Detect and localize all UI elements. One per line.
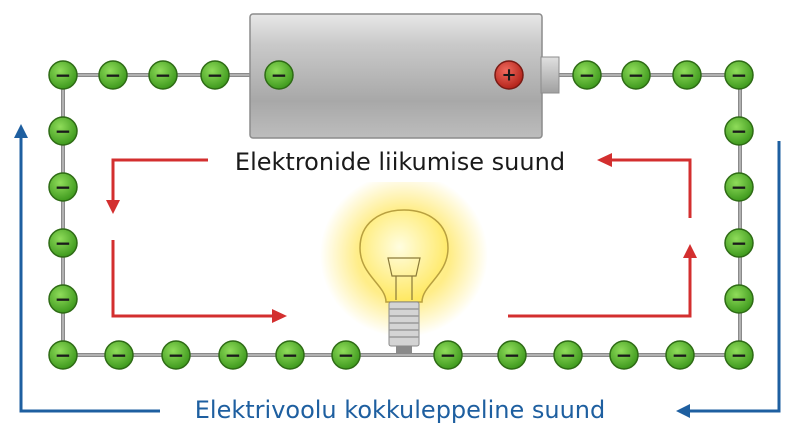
electron-icon: − (497, 340, 527, 370)
electron-minus-symbol: − (338, 343, 355, 367)
electron-minus-symbol: − (628, 63, 645, 87)
electron-flow-label: Elektronide liikumise suund (210, 142, 590, 182)
electron-icon: − (104, 340, 134, 370)
electron-minus-symbol: − (282, 343, 299, 367)
electron-minus-symbol: − (271, 63, 288, 87)
electron-icon: − (724, 60, 754, 90)
conventional-current-label: Elektrivoolu kokkuleppeline suund (194, 396, 606, 424)
electron-minus-symbol: − (679, 63, 696, 87)
electron-icon: − (48, 284, 78, 314)
positive-terminal-icon: + (494, 60, 524, 90)
arrow-icon (508, 258, 692, 318)
electron-icon: − (724, 116, 754, 146)
electron-icon: − (218, 340, 248, 370)
electron-minus-symbol: − (731, 343, 748, 367)
electron-icon: − (609, 340, 639, 370)
arrow-head-icon (14, 124, 28, 138)
arrow-head-icon (106, 200, 120, 214)
arrow-head-icon (272, 309, 287, 323)
conventional-current-arrows (14, 124, 781, 418)
electron-icon: − (98, 60, 128, 90)
electron-icon: − (724, 172, 754, 202)
electron-minus-symbol: − (440, 343, 457, 367)
electron-minus-symbol: − (55, 343, 72, 367)
electron-icon: − (433, 340, 463, 370)
electron-icon: − (572, 60, 602, 90)
arrow-icon (612, 158, 692, 218)
electron-minus-symbol: − (225, 343, 242, 367)
bulb-base (388, 301, 420, 354)
electron-minus-symbol: − (560, 343, 577, 367)
electron-minus-symbol: − (616, 343, 633, 367)
electron-minus-symbol: − (579, 63, 596, 87)
arrow-head-icon (676, 404, 690, 418)
electron-icon: − (48, 60, 78, 90)
electron-minus-symbol: − (111, 343, 128, 367)
arrow-head-icon (683, 244, 697, 258)
electron-minus-symbol: − (731, 175, 748, 199)
electron-minus-symbol: − (731, 119, 748, 143)
electron-minus-symbol: − (55, 119, 72, 143)
electron-minus-symbol: − (168, 343, 185, 367)
electron-icon: − (161, 340, 191, 370)
electron-minus-symbol: − (504, 343, 521, 367)
electron-minus-symbol: − (55, 175, 72, 199)
arrow-icon (19, 138, 160, 413)
electron-icon: − (672, 60, 702, 90)
electron-minus-symbol: − (55, 231, 72, 255)
electron-icon: − (48, 340, 78, 370)
electron-icon: − (331, 340, 361, 370)
electron-minus-symbol: − (207, 63, 224, 87)
electron-icon: − (621, 60, 651, 90)
electron-icon: − (148, 60, 178, 90)
arrow-icon (690, 141, 781, 413)
electron-icon: − (48, 172, 78, 202)
electron-minus-symbol: − (731, 63, 748, 87)
electron-minus-symbol: − (155, 63, 172, 87)
electron-flow-arrows (106, 153, 697, 323)
electron-icon: − (275, 340, 305, 370)
electron-icon: − (724, 284, 754, 314)
electron-icon: − (264, 60, 294, 90)
electron-minus-symbol: − (105, 63, 122, 87)
positive-symbol: + (501, 65, 516, 86)
electron-minus-symbol: − (672, 343, 689, 367)
arrow-icon (111, 158, 208, 200)
electron-minus-symbol: − (731, 287, 748, 311)
electron-minus-symbol: − (55, 287, 72, 311)
electron-icon: − (724, 228, 754, 258)
electron-icon: − (48, 228, 78, 258)
electrons: − − − − − − − − − − − − − − − − − − − − − − − − − − − − − (48, 60, 754, 370)
electron-minus-symbol: − (731, 231, 748, 255)
light-bulb-icon (320, 173, 488, 354)
electron-icon: − (48, 116, 78, 146)
arrow-icon (111, 240, 272, 318)
arrow-head-icon (597, 153, 612, 167)
electron-icon: − (553, 340, 583, 370)
battery-icon (249, 13, 560, 139)
electron-minus-symbol: − (55, 63, 72, 87)
electron-icon: − (200, 60, 230, 90)
electron-icon: − (724, 340, 754, 370)
electron-icon: − (665, 340, 695, 370)
